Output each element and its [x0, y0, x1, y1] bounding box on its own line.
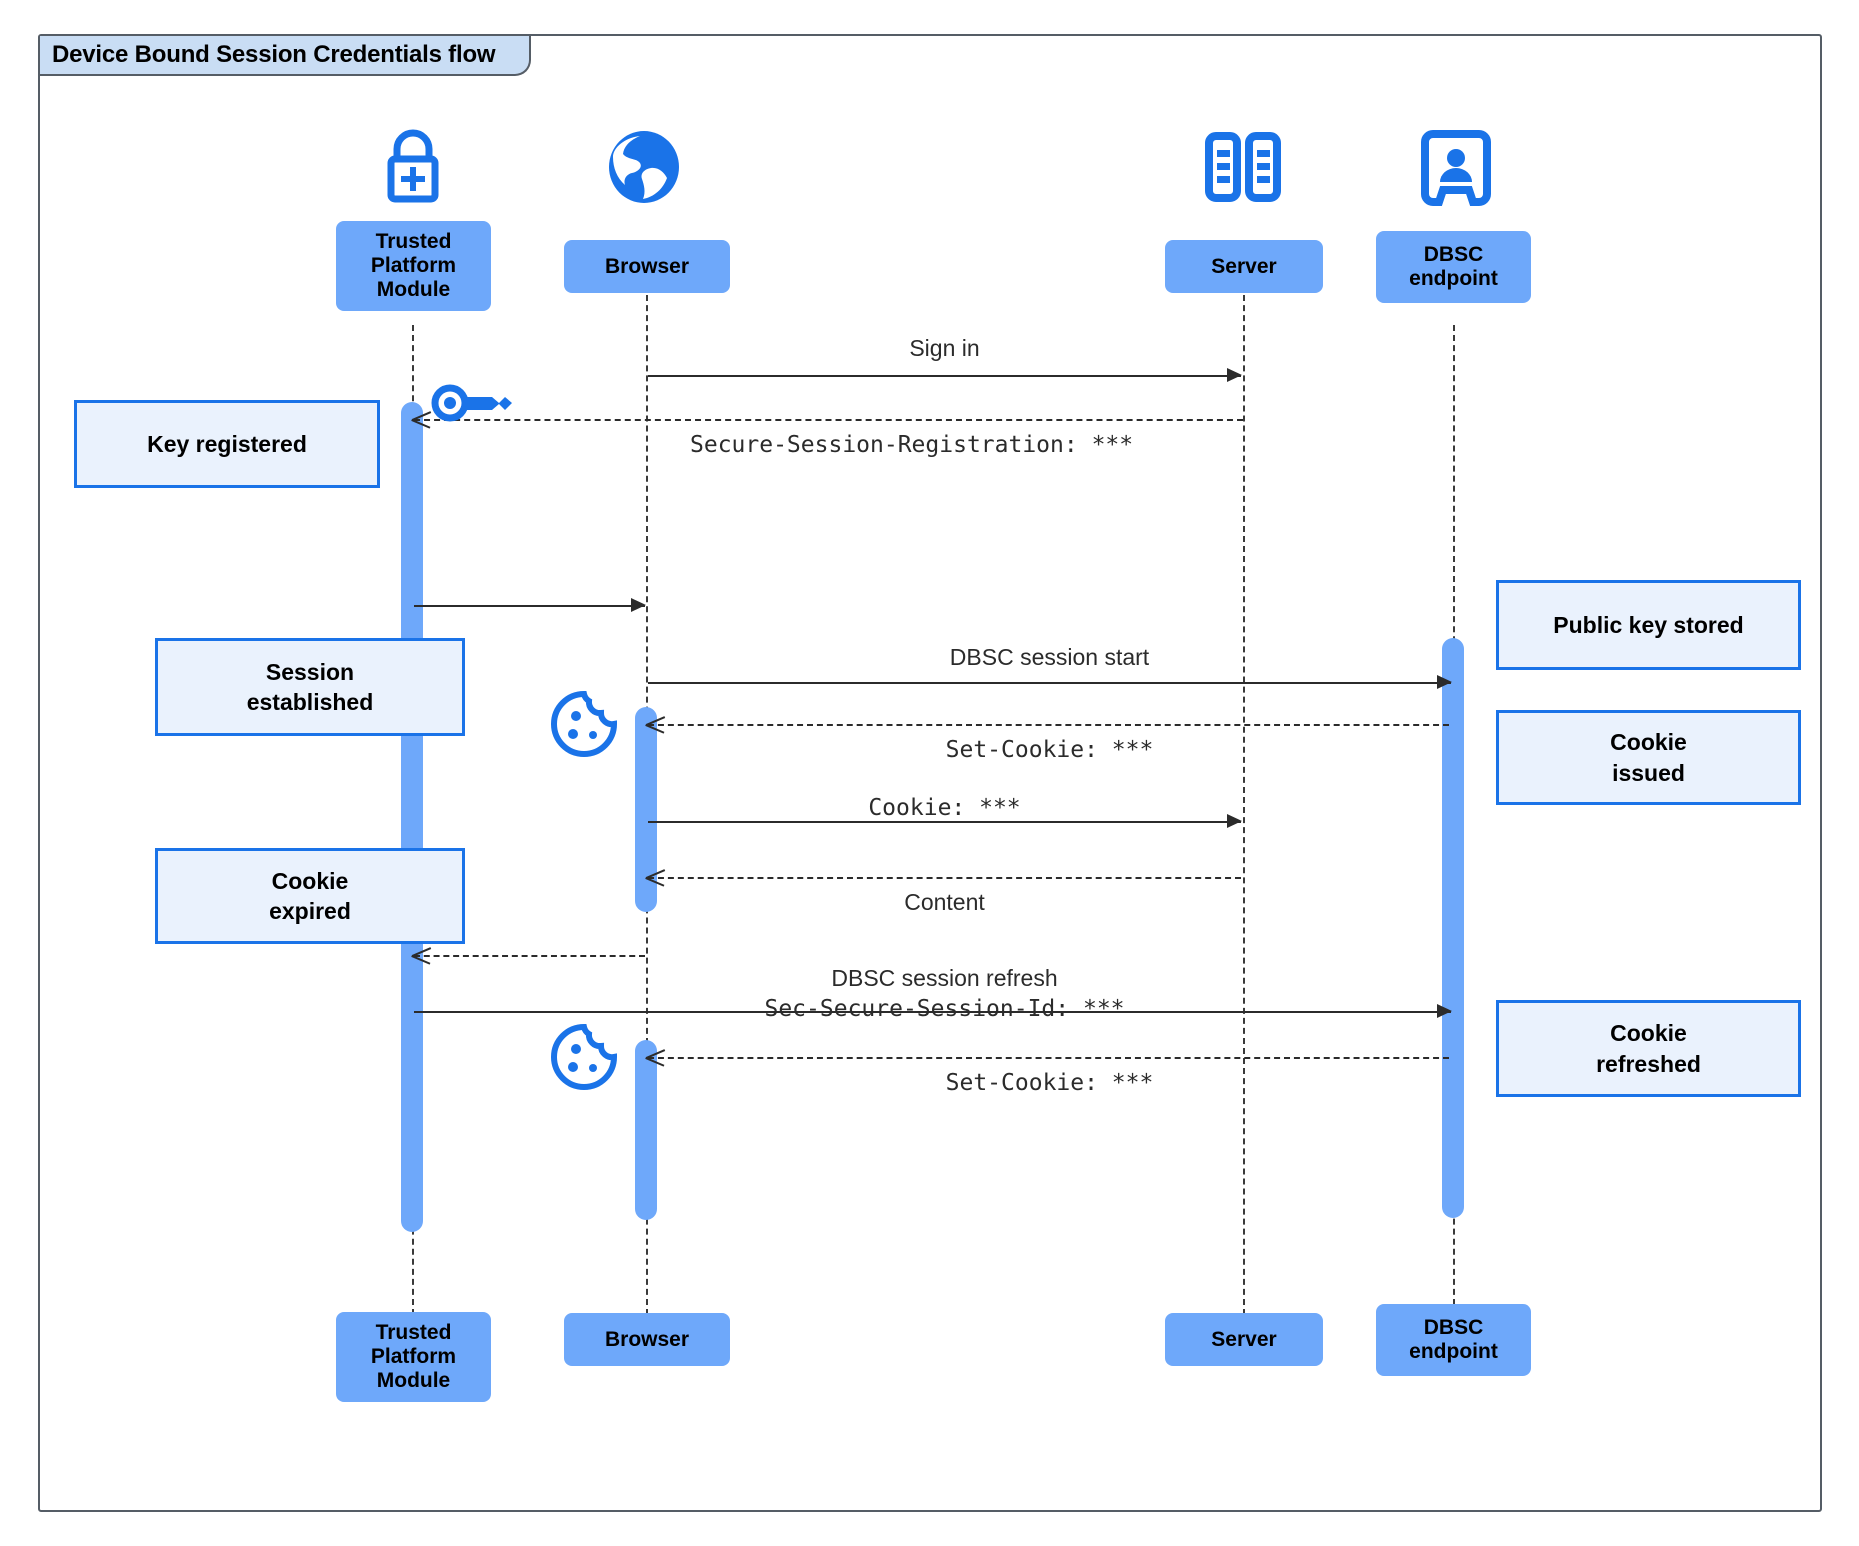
participant-label-dbsc-bottom: DBSC endpoint: [1409, 1316, 1498, 1363]
participant-label-server-top: Server: [1211, 254, 1277, 278]
note-text: Session established: [246, 658, 374, 715]
note-key-registered: Key registered: [74, 400, 380, 488]
note-text: Cookie issued: [1610, 729, 1687, 786]
participant-label-tpm-bottom: Trusted Platform Module: [370, 1321, 457, 1392]
message-label-dbsc-session-refresh: DBSC session refresh: [831, 965, 1058, 991]
participant-box-tpm-bottom[interactable]: Trusted Platform Module: [336, 1312, 491, 1402]
note-session-established: Session established: [155, 638, 465, 736]
participant-box-browser-top[interactable]: Browser: [564, 240, 730, 293]
message-label-content: Content: [904, 889, 985, 915]
message-label-sec-secure-session-id: Sec-Secure-Session-Id: ***: [764, 996, 1125, 1022]
participant-box-server-top[interactable]: Server: [1165, 240, 1323, 293]
activation-browser-1: [635, 707, 657, 912]
key-icon: [428, 382, 516, 428]
participant-label-tpm-top: Trusted Platform Module: [370, 230, 457, 301]
participant-label-server-bottom: Server: [1211, 1327, 1277, 1351]
note-cookie-refreshed: Cookie refreshed: [1496, 1000, 1801, 1097]
participant-label-browser-top: Browser: [604, 254, 690, 278]
server-rack-icon: [1198, 132, 1288, 204]
participant-box-tpm-top[interactable]: Trusted Platform Module: [336, 221, 491, 311]
participant-box-dbsc-top[interactable]: DBSC endpoint: [1376, 231, 1531, 303]
note-cookie-expired: Cookie expired: [155, 848, 465, 944]
participant-box-dbsc-bottom[interactable]: DBSC endpoint: [1376, 1304, 1531, 1376]
message-label-secure-session-registration: Secure-Session-Registration: ***: [690, 432, 1134, 458]
message-label-set-cookie-1: Set-Cookie: ***: [945, 737, 1154, 763]
note-text: Cookie refreshed: [1596, 1020, 1701, 1077]
message-label-sign-in: Sign in: [909, 335, 980, 361]
activation-browser-2: [635, 1040, 657, 1220]
message-label-cookie: Cookie: ***: [868, 795, 1021, 821]
id-badge-icon: [1421, 130, 1491, 206]
message-label-set-cookie-2: Set-Cookie: ***: [945, 1070, 1154, 1096]
participant-box-server-bottom[interactable]: Server: [1165, 1313, 1323, 1366]
cookie-icon: [548, 690, 620, 758]
participant-label-dbsc-top: DBSC endpoint: [1409, 243, 1498, 290]
message-label-dbsc-session-start: DBSC session start: [949, 644, 1150, 670]
participant-label-browser-bottom: Browser: [604, 1327, 690, 1351]
diagram-title: Device Bound Session Credentials flow: [40, 36, 532, 76]
activation-dbsc: [1442, 638, 1464, 1218]
lifeline-server: [1243, 285, 1245, 1315]
note-public-key-stored: Public key stored: [1496, 580, 1801, 670]
note-text: Key registered: [147, 430, 307, 457]
globe-icon: [602, 130, 686, 204]
activation-tpm: [401, 402, 423, 1232]
lock-plus-icon: [371, 125, 455, 205]
note-text: Cookie expired: [269, 867, 351, 924]
diagram-frame: [38, 34, 1822, 1512]
note-text: Public key stored: [1553, 611, 1744, 638]
note-cookie-issued: Cookie issued: [1496, 710, 1801, 805]
participant-box-browser-bottom[interactable]: Browser: [564, 1313, 730, 1366]
cookie-icon: [548, 1023, 620, 1091]
